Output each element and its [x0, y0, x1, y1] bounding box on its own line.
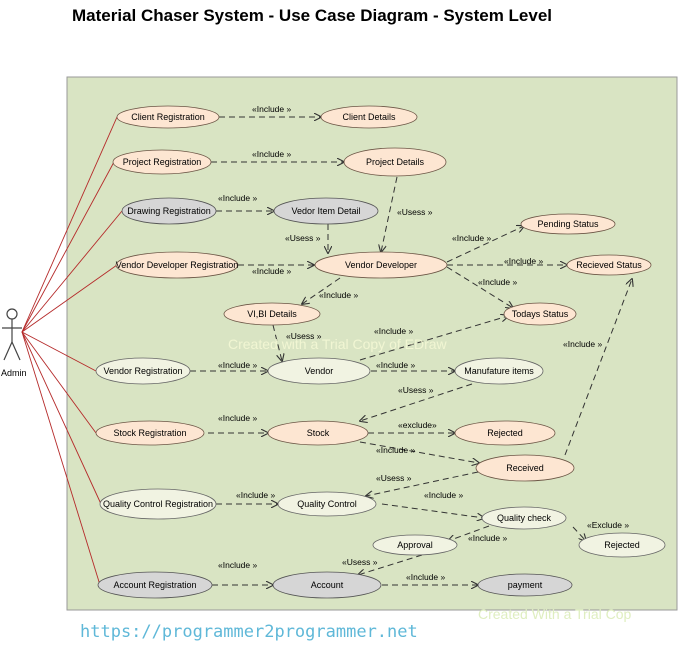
rel-label: «Include » [218, 193, 257, 203]
svg-text:Vendor: Vendor [305, 366, 334, 376]
svg-text:Client Details: Client Details [342, 112, 396, 122]
relation-labels: «Include » «Include » «Include » «Usess … [218, 104, 629, 582]
rel-label: «Include » [424, 490, 463, 500]
uc-recieved-status: Recieved Status [566, 254, 652, 276]
footer-url[interactable]: https://programmer2programmer.net [80, 622, 418, 642]
uc-vedor-item-detail: Vedor Item Detail [273, 197, 379, 225]
svg-text:Quality Control: Quality Control [297, 499, 357, 509]
svg-text:Manufature items: Manufature items [464, 366, 534, 376]
svg-text:Received: Received [506, 463, 544, 473]
rel-label: «Include » [218, 413, 257, 423]
watermark-center: Created with a Trial Copy of EDraw [228, 336, 448, 352]
svg-text:Rejected: Rejected [604, 540, 640, 550]
svg-text:Vendor Developer Registration: Vendor Developer Registration [116, 260, 239, 270]
uc-payment: payment [477, 573, 573, 597]
uc-received: Received [475, 454, 575, 482]
uc-vendor-registration: Vendor Registration [95, 357, 191, 385]
admin-actor [2, 308, 22, 361]
svg-text:VI,BI Details: VI,BI Details [247, 309, 297, 319]
dependency-lines [188, 117, 632, 585]
svg-text:Vedor Item Detail: Vedor Item Detail [291, 206, 360, 216]
actor-label: Admin [1, 368, 27, 378]
rel-label: «exclude» [398, 420, 437, 430]
rel-label: «Include » [374, 326, 413, 336]
uc-manufature-items: Manufature items [454, 357, 544, 385]
rel-label: «Include » [218, 360, 257, 370]
rel-label: «Include » [319, 290, 358, 300]
svg-text:Account: Account [311, 580, 344, 590]
svg-text:Client Registration: Client Registration [131, 112, 205, 122]
svg-text:Approval: Approval [397, 540, 433, 550]
use-cases: Client Registration Client Details Proje… [95, 105, 666, 599]
uc-todays-status: Todays Status [503, 302, 577, 326]
watermark-bottom: Created With a Trial Cop [478, 606, 631, 622]
uc-vendor: Vendor [267, 357, 371, 385]
rel-label: «Include » [252, 266, 291, 276]
rel-label: «Usess » [342, 557, 378, 567]
rel-label: «Include » [563, 339, 602, 349]
rel-label: «Include » [376, 445, 415, 455]
svg-text:Quality Control Registration: Quality Control Registration [103, 499, 213, 509]
rel-label: «Usess » [397, 207, 433, 217]
rel-label: «Usess » [286, 331, 322, 341]
rel-label: «Include » [504, 256, 543, 266]
rel-label: «Exclude » [587, 520, 629, 530]
rel-label: «Include » [252, 104, 291, 114]
uc-client-details: Client Details [320, 105, 418, 129]
svg-text:payment: payment [508, 580, 543, 590]
rel-label: «Usess » [285, 233, 321, 243]
uc-pending-status: Pending Status [520, 213, 616, 235]
svg-text:Vendor Registration: Vendor Registration [103, 366, 182, 376]
svg-text:Recieved Status: Recieved Status [576, 260, 642, 270]
svg-text:Account Registration: Account Registration [113, 580, 196, 590]
uc-account-registration: Account Registration [97, 571, 213, 599]
svg-text:Quality check: Quality check [497, 513, 552, 523]
uc-vibi-details: VI,BI Details [223, 302, 321, 326]
uc-rejected-2: Rejected [578, 532, 666, 558]
uc-project-registration: Project Registration [112, 149, 212, 175]
diagram-title: Material Chaser System - Use Case Diagra… [72, 6, 553, 25]
uc-vendor-developer: Vendor Developer [314, 251, 448, 279]
uc-quality-check: Quality check [481, 506, 567, 530]
uc-client-registration: Client Registration [116, 105, 220, 129]
svg-text:Vendor Developer: Vendor Developer [345, 260, 417, 270]
rel-label: «Include » [478, 277, 517, 287]
rel-label: «Include » [452, 233, 491, 243]
rel-label: «Include » [252, 149, 291, 159]
uc-approval: Approval [372, 534, 458, 556]
uc-account: Account [272, 571, 382, 599]
rel-label: «Include » [406, 572, 445, 582]
uc-project-details: Project Details [343, 147, 447, 177]
rel-label: «Include » [236, 490, 275, 500]
svg-text:Project Details: Project Details [366, 157, 425, 167]
rel-label: «Include » [218, 560, 257, 570]
uc-rejected-1: Rejected [454, 420, 556, 446]
uc-quality-control: Quality Control [277, 491, 377, 517]
uc-vendor-developer-registration: Vendor Developer Registration [115, 251, 239, 279]
svg-text:Project Registration: Project Registration [123, 157, 202, 167]
rel-label: «Include » [376, 360, 415, 370]
actor-associations [21, 116, 123, 586]
uc-quality-control-registration: Quality Control Registration [99, 488, 217, 520]
rel-label: «Usess » [376, 473, 412, 483]
svg-text:Drawing Registration: Drawing Registration [127, 206, 211, 216]
svg-text:Pending Status: Pending Status [537, 219, 599, 229]
uc-stock-registration: Stock Registration [95, 420, 205, 446]
svg-text:Stock Registration: Stock Registration [113, 428, 186, 438]
rel-label: «Include » [468, 533, 507, 543]
svg-text:Todays Status: Todays Status [512, 309, 569, 319]
uc-drawing-registration: Drawing Registration [121, 197, 217, 225]
svg-text:Rejected: Rejected [487, 428, 523, 438]
svg-text:Stock: Stock [307, 428, 330, 438]
uc-stock: Stock [267, 420, 369, 446]
rel-label: «Usess » [398, 385, 434, 395]
